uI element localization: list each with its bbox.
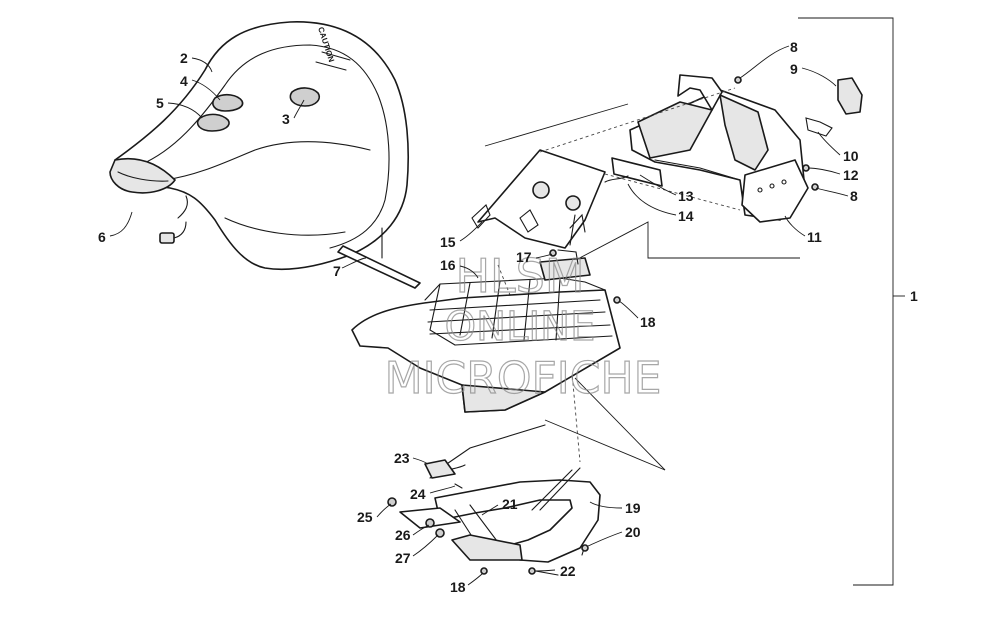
callout-13: 13 bbox=[678, 188, 694, 204]
callout-24: 24 bbox=[410, 486, 426, 502]
watermark-line-2: ONLINE bbox=[445, 304, 596, 350]
callout-5: 5 bbox=[156, 95, 164, 111]
rear-grab-handle[interactable] bbox=[387, 377, 666, 576]
callout-7: 7 bbox=[333, 263, 341, 279]
callout-1: 1 bbox=[910, 288, 918, 304]
callout-15: 15 bbox=[440, 234, 456, 250]
callout-17: 17 bbox=[516, 249, 532, 265]
callout-20: 20 bbox=[625, 524, 641, 540]
box-hinge bbox=[805, 117, 833, 137]
callout-labels: 1 2 3 4 5 6 7 8 8 9 10 11 12 13 14 15 16… bbox=[98, 39, 918, 595]
callout-3: 3 bbox=[282, 111, 290, 127]
assembly-bracket bbox=[798, 17, 905, 586]
box-handle bbox=[677, 74, 723, 111]
seat-pad-3 bbox=[289, 87, 321, 107]
callout-18b: 18 bbox=[450, 579, 466, 595]
seat-connector bbox=[159, 232, 175, 244]
callout-11: 11 bbox=[807, 229, 822, 245]
callout-6: 6 bbox=[98, 229, 106, 245]
callout-19: 19 bbox=[625, 500, 641, 516]
box-latch-plate bbox=[611, 157, 663, 187]
watermark-line-3: MICROFICHE bbox=[385, 353, 662, 404]
callout-2: 2 bbox=[180, 50, 188, 66]
callout-21: 21 bbox=[502, 496, 518, 512]
box-knob bbox=[837, 77, 863, 115]
seat-strap[interactable] bbox=[337, 227, 421, 289]
seat-pad-4 bbox=[212, 93, 244, 112]
cargo-tray[interactable] bbox=[351, 214, 621, 413]
seat-mount-bracket[interactable] bbox=[471, 149, 606, 249]
callout-8b: 8 bbox=[850, 188, 858, 204]
seat-pad-5 bbox=[196, 113, 230, 132]
callout-26: 26 bbox=[395, 527, 411, 543]
callout-9: 9 bbox=[790, 61, 798, 77]
callout-leaders bbox=[109, 45, 849, 586]
callout-14: 14 bbox=[678, 208, 694, 224]
watermark: HLSM ONLINE MICROFICHE bbox=[384, 248, 662, 404]
callout-27: 27 bbox=[395, 550, 411, 566]
callout-12: 12 bbox=[843, 167, 859, 183]
callout-25: 25 bbox=[357, 509, 373, 525]
seat-assembly[interactable]: CAUTION bbox=[109, 21, 410, 271]
callout-22: 22 bbox=[560, 563, 576, 579]
callout-10: 10 bbox=[843, 148, 859, 164]
callout-16: 16 bbox=[440, 257, 456, 273]
rear-storage-box[interactable] bbox=[604, 74, 863, 223]
callout-23: 23 bbox=[394, 450, 410, 466]
callout-18a: 18 bbox=[640, 314, 656, 330]
callout-8a: 8 bbox=[790, 39, 798, 55]
callout-4: 4 bbox=[180, 73, 188, 89]
